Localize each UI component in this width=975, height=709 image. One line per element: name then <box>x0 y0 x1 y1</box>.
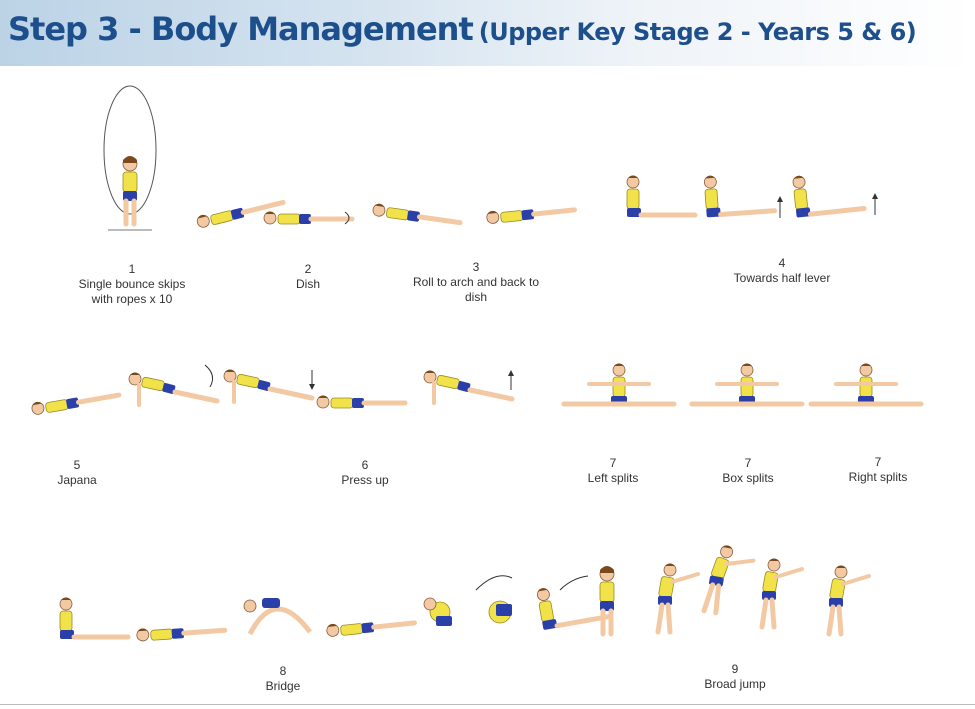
exercise-2-dish-figures <box>196 195 352 228</box>
caption-exercise-2: 2 Dish <box>268 262 348 292</box>
caption-number: 7 <box>609 456 617 470</box>
header-banner: Step 3 - Body Management(Upper Key Stage… <box>0 0 975 66</box>
caption-number: 8 <box>279 664 287 678</box>
exercise-1-skipping-figure <box>103 85 157 231</box>
caption-label: Left splits <box>587 471 639 485</box>
caption-exercise-9: 9 Broad jump <box>690 662 780 692</box>
exercise-7-splits-figures <box>564 364 921 405</box>
caption-exercise-3: 3 Roll to arch and back to dish <box>411 260 541 305</box>
caption-exercise-1: 1 Single bounce skips with ropes x 10 <box>72 262 192 307</box>
title-subtitle: (Upper Key Stage 2 - Years 5 & 6) <box>478 18 917 46</box>
caption-label: Bridge <box>265 679 301 693</box>
caption-label: Press up <box>341 473 389 487</box>
caption-exercise-7-box: 7 Box splits <box>703 456 793 486</box>
page-title: Step 3 - Body Management(Upper Key Stage… <box>8 10 917 48</box>
caption-number: 3 <box>472 260 480 274</box>
caption-label: Roll to arch and back to dish <box>412 275 540 304</box>
caption-label: Right splits <box>848 470 908 484</box>
caption-number: 4 <box>778 256 786 270</box>
caption-exercise-7-left: 7 Left splits <box>568 456 658 486</box>
caption-exercise-4: 4 Towards half lever <box>712 256 852 286</box>
caption-label: Dish <box>295 277 320 291</box>
caption-number: 9 <box>731 662 739 676</box>
caption-exercise-5: 5 Japana <box>37 458 117 488</box>
caption-exercise-8: 8 Bridge <box>243 664 323 694</box>
caption-number: 5 <box>73 458 81 472</box>
caption-exercise-7-right: 7 Right splits <box>833 455 923 485</box>
exercise-3-roll-arch-figures <box>372 202 575 227</box>
caption-number: 1 <box>128 262 136 276</box>
exercise-8-bridge-figures <box>60 598 415 642</box>
caption-number: 2 <box>304 262 312 276</box>
title-main: Step 3 - Body Management <box>8 10 474 48</box>
exercise-6-press-up-figures <box>129 364 514 408</box>
bottom-border <box>0 704 975 705</box>
caption-number: 7 <box>874 455 882 469</box>
exercise-5-japana-figure <box>31 388 120 416</box>
caption-label: Towards half lever <box>733 271 831 285</box>
exercise-9-broad-jump-figures <box>423 543 869 634</box>
caption-exercise-6: 6 Press up <box>325 458 405 488</box>
caption-label: Single bounce skips with ropes x 10 <box>78 277 186 306</box>
caption-number: 6 <box>361 458 369 472</box>
caption-label: Japana <box>57 473 97 487</box>
caption-number: 7 <box>744 456 752 470</box>
caption-label: Box splits <box>722 471 774 485</box>
exercise-4-half-lever-figures <box>627 169 878 218</box>
caption-label: Broad jump <box>704 677 766 691</box>
